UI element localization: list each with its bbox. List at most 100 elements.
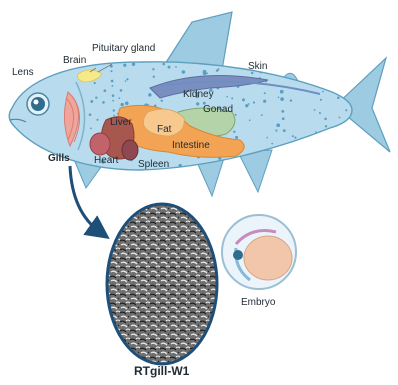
label-fat: Fat [157, 125, 171, 135]
skin-spot [163, 63, 166, 66]
skin-spot [349, 65, 351, 67]
skin-spot [335, 146, 338, 149]
skin-spot [340, 159, 344, 163]
skin-spot [322, 91, 324, 93]
skin-spot [235, 114, 237, 116]
skin-spot [95, 97, 97, 99]
skin-spot [112, 94, 115, 97]
skin-spot [153, 76, 155, 78]
skin-spot [148, 94, 150, 96]
skin-spot [132, 63, 135, 66]
skin-spot [314, 109, 316, 111]
skin-spot [276, 123, 280, 127]
skin-spot [315, 131, 317, 133]
skin-spot [280, 90, 284, 94]
label-intestine: Intestine [172, 141, 210, 151]
skin-spot [90, 127, 92, 129]
skin-spot [120, 103, 123, 106]
skin-spot [347, 151, 350, 154]
skin-spot [94, 82, 96, 84]
skin-spot [111, 85, 113, 87]
skin-spot [339, 126, 341, 128]
skin-spot [323, 74, 326, 77]
skin-spot [168, 66, 171, 69]
skin-spot [111, 70, 113, 72]
skin-spot [339, 145, 343, 149]
skin-spot [325, 125, 327, 127]
skin-spot [90, 100, 93, 103]
skin-spot [226, 96, 228, 98]
skin-spot [125, 101, 129, 105]
label-gonad: Gonad [203, 105, 233, 115]
skin-spot [245, 104, 248, 107]
skin-spot [271, 143, 273, 145]
skin-spot [275, 129, 277, 131]
skin-spot [152, 68, 154, 70]
label-embryo: Embryo [241, 298, 275, 308]
skin-spot [120, 89, 123, 92]
skin-spot [278, 96, 280, 98]
skin-spot [126, 78, 128, 80]
skin-spot [305, 81, 307, 83]
label-pituitary-gland: Pituitary gland [92, 44, 155, 54]
skin-spot [285, 159, 288, 162]
skin-spot [266, 137, 268, 139]
skin-spot [253, 101, 255, 103]
skin-spot [264, 92, 266, 94]
skin-spot [346, 128, 349, 131]
label-skin: Skin [248, 62, 267, 72]
label-rtgill-w1: RTgill-W1 [134, 365, 189, 377]
skin-spot [113, 109, 115, 111]
skin-spot [251, 72, 253, 74]
label-kidney: Kidney [183, 90, 214, 100]
skin-spot [294, 137, 296, 139]
skin-spot [147, 104, 149, 106]
skin-spot [281, 110, 284, 113]
skin-spot [286, 70, 288, 72]
skin-spot [96, 119, 98, 121]
skin-spot [125, 80, 127, 82]
skin-spot [283, 129, 286, 132]
skin-spot [203, 70, 207, 74]
label-gills: Gills [48, 154, 70, 164]
skin-spot [337, 97, 340, 100]
skin-spot [123, 64, 126, 67]
skin-spot [196, 102, 199, 105]
skin-spot [249, 119, 251, 121]
embryo-image [222, 215, 296, 289]
skin-spot [305, 151, 307, 153]
label-brain: Brain [63, 56, 86, 66]
skin-spot [282, 117, 285, 120]
skin-spot [182, 70, 186, 74]
dorsal-fin [165, 12, 232, 70]
skin-spot [102, 101, 105, 104]
label-liver: Liver [110, 118, 132, 128]
skin-spot [293, 158, 296, 161]
skin-spot [231, 97, 233, 99]
skin-spot [261, 114, 263, 116]
skin-spot [237, 158, 239, 160]
skin-spot [292, 135, 294, 137]
label-spleen: Spleen [138, 160, 169, 170]
skin-spot [242, 98, 245, 101]
skin-spot [345, 109, 347, 111]
skin-spot [319, 161, 321, 163]
skin-spot [118, 97, 120, 99]
skin-spot [161, 100, 163, 102]
skin-spot [339, 117, 341, 119]
skin-spot [263, 100, 266, 103]
skin-spot [248, 103, 250, 105]
label-lens: Lens [12, 68, 34, 78]
skin-spot [103, 89, 106, 92]
skin-spot [324, 118, 327, 121]
skin-spot [320, 99, 322, 101]
cell-culture-image [107, 204, 217, 364]
skin-spot [175, 66, 177, 68]
skin-spot [280, 97, 284, 101]
heart-organ [90, 133, 110, 155]
skin-spot [89, 113, 92, 116]
skin-spot [319, 112, 321, 114]
eye [27, 93, 49, 115]
label-heart: Heart [94, 156, 118, 166]
